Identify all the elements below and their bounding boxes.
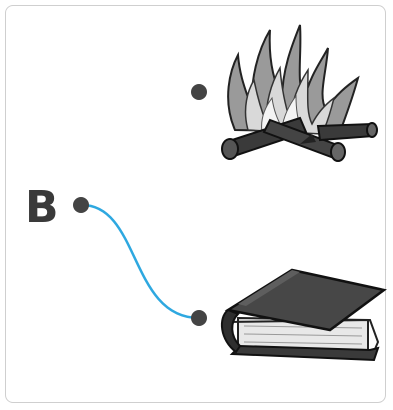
dot-book[interactable] — [191, 310, 207, 326]
campfire-icon[interactable] — [222, 25, 377, 161]
dot-b[interactable] — [73, 197, 89, 213]
book-icon[interactable] — [222, 270, 384, 360]
dot-campfire[interactable] — [191, 84, 207, 100]
connection-line — [82, 205, 199, 318]
